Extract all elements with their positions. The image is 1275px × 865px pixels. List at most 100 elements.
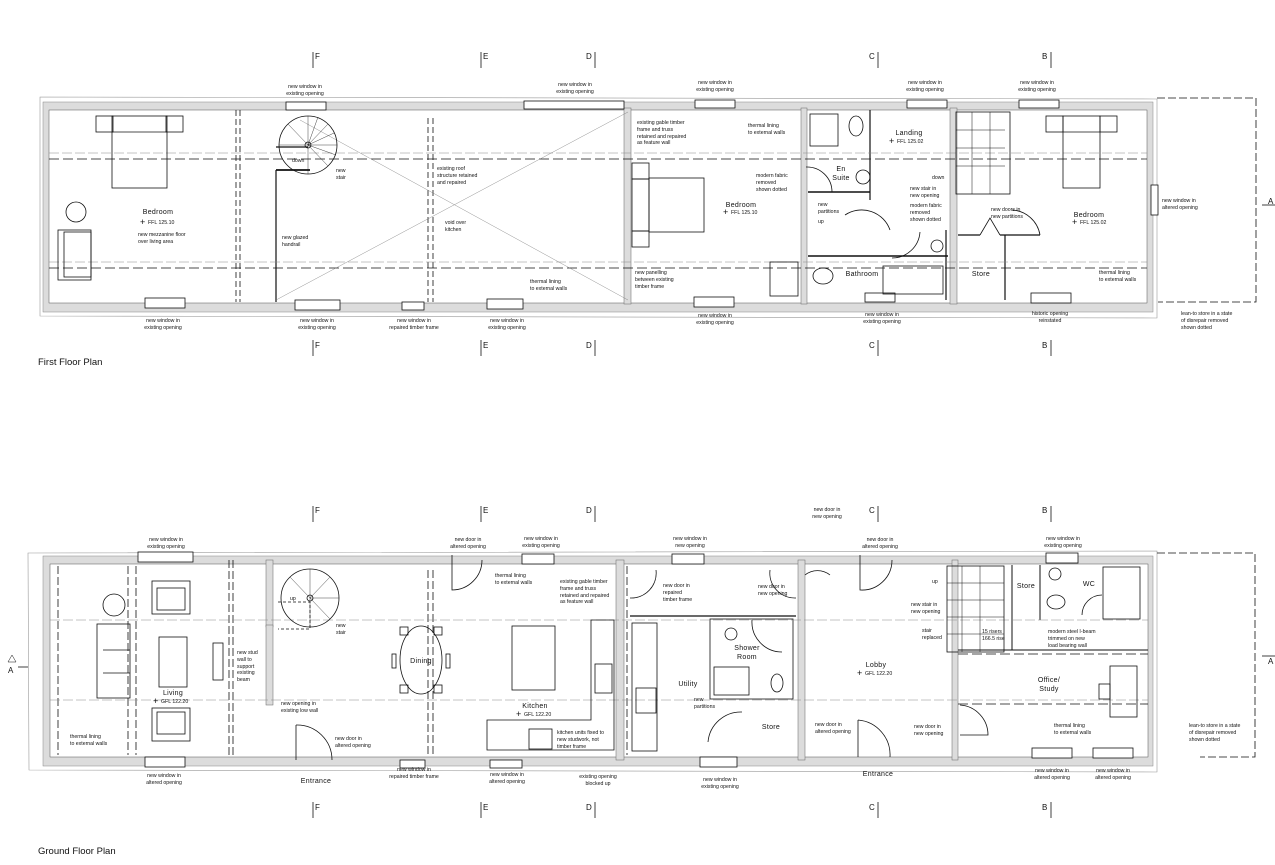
- room-label-bathroom: Bathroom: [845, 271, 879, 278]
- annotation: new window in existing opening: [906, 80, 944, 93]
- annotation: down: [932, 175, 945, 181]
- floor-level: GFL 122.20: [153, 696, 188, 706]
- annotation: new window in existing opening: [1018, 80, 1056, 93]
- annotation: new window in existing opening: [147, 537, 185, 550]
- bath-icon: [882, 265, 944, 295]
- section-marker-a: A: [8, 666, 14, 675]
- annotation: 15 risers 166.5 rise: [982, 629, 1005, 642]
- first-floor-plan-title: First Floor Plan: [38, 357, 103, 368]
- annotation: new door in altered opening: [335, 736, 371, 749]
- annotation: lean-to store in a state of disrepair re…: [1189, 723, 1241, 743]
- chair-icon: [1098, 683, 1111, 700]
- annotation: existing gable timber frame and truss re…: [637, 120, 687, 147]
- room-label-lobby: Lobby: [865, 662, 887, 669]
- section-marker-a: A: [1268, 657, 1274, 666]
- annotation: new window in existing opening: [286, 84, 324, 97]
- annotation: new opening in existing low wall: [281, 701, 319, 714]
- annotation: void over kitchen: [445, 220, 467, 233]
- room-label-landing: Landing: [895, 130, 923, 137]
- annotation: new door in new opening: [812, 507, 842, 520]
- floor-level: FFL 125.10: [140, 217, 174, 227]
- toilet-icon: [770, 673, 784, 693]
- section-marker-b: B: [1042, 341, 1048, 350]
- annotation: historic opening reinstated: [1031, 311, 1069, 324]
- room-label-dining: Dining: [410, 658, 432, 665]
- section-marker-b: B: [1042, 803, 1048, 812]
- section-marker-d: D: [586, 52, 592, 61]
- annotation: new door in altered opening: [450, 537, 486, 550]
- section-marker-a: A: [1268, 197, 1274, 206]
- annotation: new doors in new partitions: [991, 207, 1024, 220]
- first-floor-plan: [39, 96, 1257, 319]
- annotation: new partitions: [818, 202, 840, 215]
- floor-level: FFL 125.10: [723, 207, 757, 217]
- annotation: thermal lining to external walls: [748, 123, 786, 136]
- room-label-entrance: Entrance: [862, 771, 894, 778]
- section-marker-c: C: [869, 341, 875, 350]
- basin-icon: [724, 627, 738, 641]
- annotation: existing roof structure retained and rep…: [437, 166, 478, 186]
- annotation: new door in new opening: [758, 584, 788, 597]
- floor-level: FFL 125.02: [1072, 217, 1106, 227]
- annotation: new window in existing opening: [1044, 536, 1082, 549]
- basin-icon: [1048, 567, 1062, 581]
- annotation: new window in existing opening: [298, 318, 336, 331]
- shower-icon: [713, 666, 750, 696]
- annotation: up: [290, 596, 296, 602]
- annotation: thermal lining to external walls: [1054, 723, 1092, 736]
- section-marker-f: F: [315, 52, 320, 61]
- annotation: new window in altered opening: [1034, 768, 1070, 781]
- annotation: new stair in new opening: [910, 186, 940, 199]
- annotation: new window in existing opening: [556, 82, 594, 95]
- annotation: new glazed handrail: [282, 235, 309, 248]
- annotation: thermal lining to external walls: [1099, 270, 1137, 283]
- wardrobe-icon: [769, 261, 799, 297]
- sink-icon: [528, 728, 553, 750]
- annotation: up: [932, 579, 938, 585]
- annotation: new window in existing opening: [522, 536, 560, 549]
- ground-floor-plan: [27, 550, 1256, 773]
- stair-icon: [955, 111, 1011, 195]
- basin-icon: [930, 239, 944, 253]
- room-label-bedroom: Bedroom: [725, 202, 757, 209]
- annotation: modern fabric removed shown dotted: [756, 173, 788, 193]
- side-table-icon: [65, 201, 87, 223]
- room-label-bedroom: Bedroom: [1073, 212, 1105, 219]
- annotation: existing gable timber frame and truss re…: [560, 579, 610, 606]
- floor-level: GFL 122.20: [857, 668, 892, 678]
- annotation: new door in new opening: [914, 724, 944, 737]
- section-marker-f: F: [315, 803, 320, 812]
- annotation: up: [818, 219, 824, 225]
- room-label-store: Store: [971, 271, 991, 278]
- annotation: modern fabric removed shown dotted: [910, 203, 942, 223]
- annotation: down: [292, 158, 305, 164]
- double-bed-icon: [1062, 115, 1101, 189]
- tv-unit-icon: [212, 642, 224, 681]
- annotation: existing opening blocked up: [579, 774, 617, 787]
- annotation: new stair: [336, 168, 346, 181]
- annotation: stair replaced: [922, 628, 942, 641]
- annotation: new window in existing opening: [863, 312, 901, 325]
- section-marker-d: D: [586, 803, 592, 812]
- room-label-shower-room: Shower Room: [734, 645, 760, 662]
- section-marker-e: E: [483, 506, 489, 515]
- room-label-bedroom: Bedroom: [142, 209, 174, 216]
- section-marker-f: F: [315, 341, 320, 350]
- room-label-wc: WC: [1082, 581, 1096, 588]
- annotation: new window in altered opening: [1095, 768, 1131, 781]
- annotation: new stair in new opening: [911, 602, 941, 615]
- ground-floor-plan-title: Ground Floor Plan: [38, 846, 116, 857]
- annotation: new window in altered opening: [489, 772, 525, 785]
- dining-table-icon: [399, 625, 443, 695]
- double-bed-icon: [111, 115, 168, 189]
- room-label-entrance: Entrance: [300, 778, 332, 785]
- room-label-store: Store: [761, 724, 781, 731]
- annotation: new partitions: [694, 697, 716, 710]
- side-table-icon: [102, 593, 126, 617]
- sink-icon: [635, 687, 657, 714]
- section-marker-d: D: [586, 506, 592, 515]
- toilet-icon: [812, 267, 834, 285]
- annotation: thermal lining to external walls: [530, 279, 568, 292]
- annotation: new stud wall to support existing beam: [237, 650, 258, 683]
